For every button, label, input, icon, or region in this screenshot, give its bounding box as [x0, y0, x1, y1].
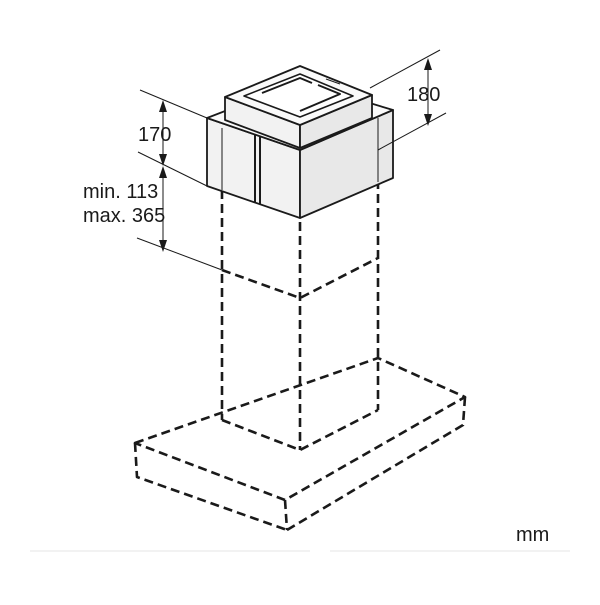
dim-range-arrow-bottom — [159, 240, 167, 252]
hood-canopy-front-edge — [283, 499, 289, 531]
dimension-range: min. 113 max. 365 — [83, 166, 223, 271]
dim-170-arrow-bottom — [159, 154, 167, 166]
dimension-180-label: 180 — [407, 84, 440, 106]
dim-180-arrow-top — [424, 58, 432, 70]
dim-170-ext-top — [139, 89, 208, 119]
hood-canopy-front-right — [286, 396, 467, 532]
inner-frame — [224, 65, 373, 149]
dimension-170: 170 — [137, 89, 208, 187]
dimension-170-label: 170 — [138, 124, 171, 146]
chimney-joint — [221, 256, 379, 300]
inner-frame-detail-left — [261, 77, 313, 94]
dim-180-ext-bottom — [377, 112, 447, 151]
inner-frame-opening — [243, 73, 354, 118]
hood-canopy-top — [133, 356, 467, 502]
dimension-min-label: min. 113 — [83, 181, 158, 203]
chimney-bottom — [221, 408, 379, 452]
dim-170-ext-bottom — [137, 151, 208, 187]
dim-180-ext-top — [369, 49, 441, 89]
inner-frame-notch — [325, 78, 341, 85]
dimension-max-label: max. 365 — [83, 205, 165, 227]
dim-180-arrow-bottom — [424, 114, 432, 126]
units-label: mm — [516, 524, 549, 546]
dim-range-arrow-top — [159, 166, 167, 178]
hood-canopy — [133, 356, 467, 532]
hood-canopy-front-left — [133, 442, 288, 532]
inner-frame-detail-right — [299, 84, 341, 112]
chimney-duct — [220, 180, 380, 452]
dim-170-arrow-top — [159, 100, 167, 112]
dimension-180: 180 — [369, 49, 447, 151]
dim-range-ext-bottom — [136, 237, 223, 271]
